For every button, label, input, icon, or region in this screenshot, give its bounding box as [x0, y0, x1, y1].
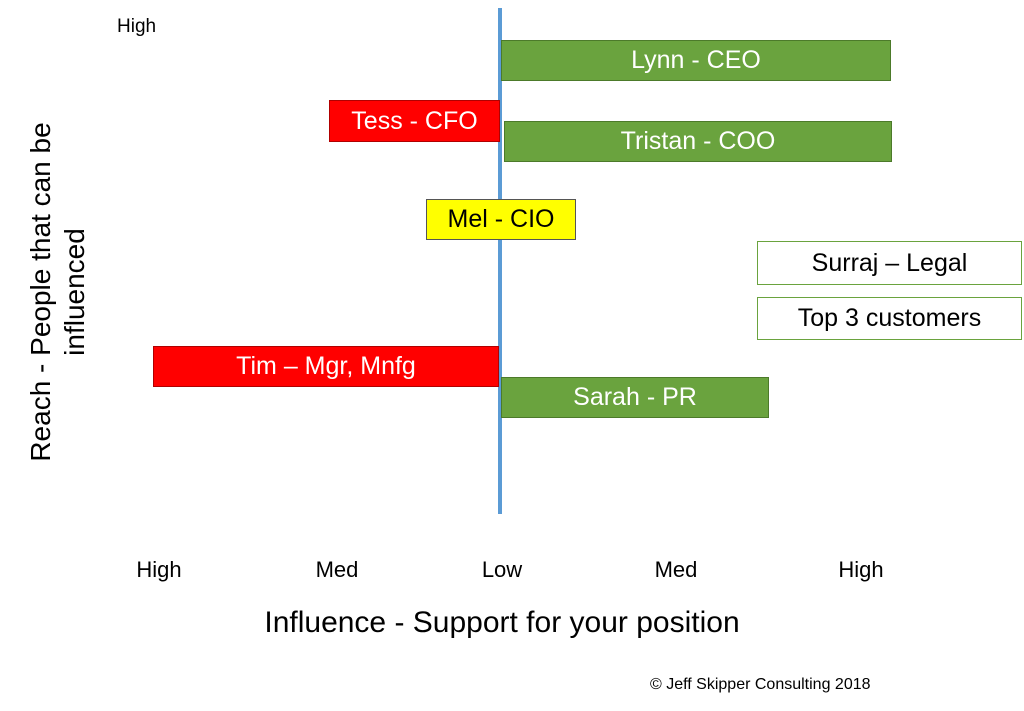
stakeholder-tess-cfo: Tess - CFO: [329, 100, 500, 142]
stakeholder-tim-mgr-mnfg: Tim – Mgr, Mnfg: [153, 346, 499, 387]
stakeholder-surraj-legal: Surraj – Legal: [757, 241, 1022, 285]
copyright-notice: © Jeff Skipper Consulting 2018: [650, 676, 871, 693]
x-axis-title: Influence - Support for your position: [264, 606, 740, 639]
x-tick-high-right: High: [838, 557, 884, 582]
stakeholder-mel-cio: Mel - CIO: [426, 199, 576, 240]
y-axis-high-label: High: [117, 16, 157, 37]
y-axis-title-line1: Reach - People that can be: [25, 122, 56, 462]
x-tick-med-left: Med: [315, 557, 359, 582]
center-axis-line: [498, 8, 502, 514]
stakeholder-top-3-customers: Top 3 customers: [757, 297, 1022, 340]
y-axis-title-line2: influenced: [59, 228, 90, 356]
x-tick-high-left: High: [136, 557, 182, 582]
x-tick-low: Low: [481, 557, 523, 582]
stakeholder-sarah-pr: Sarah - PR: [501, 377, 769, 418]
stakeholder-tristan-coo: Tristan - COO: [504, 121, 892, 162]
y-axis-title: Reach - People that can be influenced: [24, 82, 92, 502]
stakeholder-lynn-ceo: Lynn - CEO: [501, 40, 891, 81]
x-tick-med-right: Med: [654, 557, 698, 582]
